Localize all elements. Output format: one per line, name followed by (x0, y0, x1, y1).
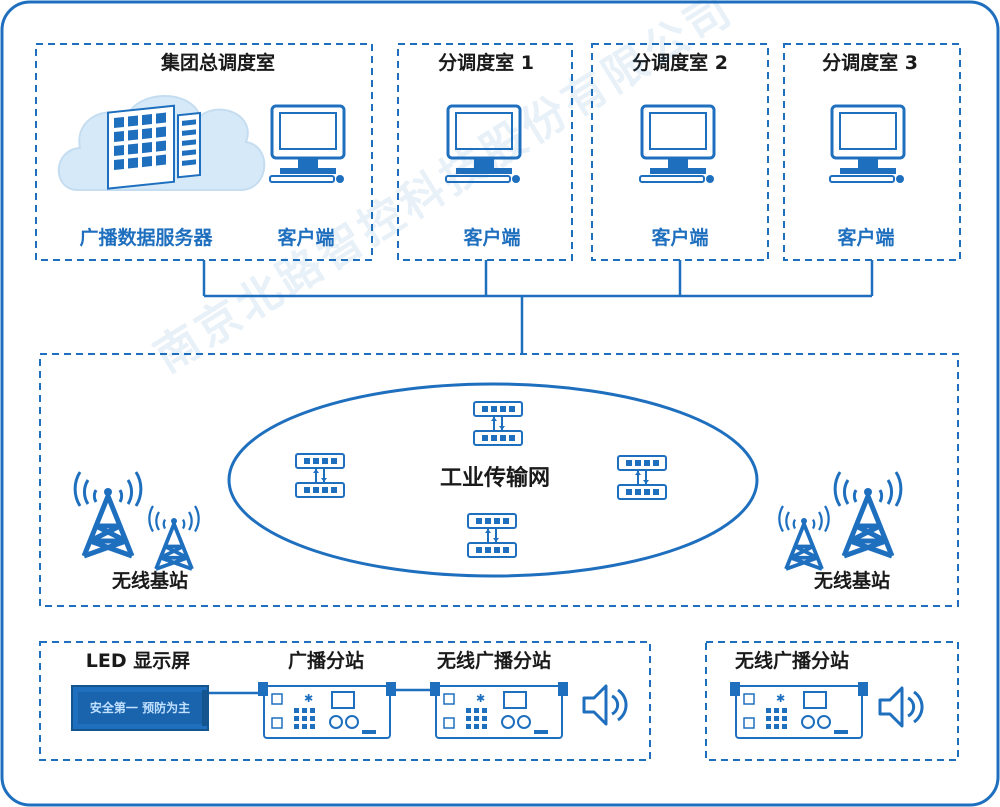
bottom-right-box (705, 641, 959, 761)
client-label: 客户端 (837, 227, 895, 249)
wireless-broadcast-substation-label: 无线广播分站 (436, 650, 552, 672)
wireless-broadcast-substation-icon (729, 681, 869, 739)
network-label: 工业传输网 (439, 466, 551, 491)
sub1-box (397, 43, 573, 261)
sub3-title: 分调度室 3 (822, 52, 918, 74)
base-station-label: 无线基站 (111, 570, 189, 592)
broadcast-substation-icon (257, 681, 397, 739)
wireless-broadcast-substation-label: 无线广播分站 (734, 650, 850, 672)
led-display-label: LED 显示屏 (85, 650, 191, 672)
network-box (39, 353, 959, 607)
client-label: 客户端 (463, 227, 521, 249)
client-monitor-icon (638, 104, 716, 185)
client-monitor-icon (444, 104, 522, 185)
sub1-title: 分调度室 1 (438, 52, 534, 74)
connector-lines (202, 260, 874, 695)
client-monitor-icon (828, 104, 906, 185)
hq-title: 集团总调度室 (160, 52, 276, 74)
wireless-broadcast-substation-icon (429, 681, 569, 739)
broadcast-substation-label: 广播分站 (287, 650, 365, 672)
network-ellipse (227, 382, 759, 578)
client-label: 客户端 (651, 227, 709, 249)
server-label: 广播数据服务器 (79, 227, 213, 249)
bottom-left-box (39, 641, 651, 761)
sub2-title: 分调度室 2 (632, 52, 728, 74)
client-monitor-icon (268, 104, 346, 185)
led-text: 安全第一 预防为主 (89, 701, 191, 715)
cloud-server-icon (57, 95, 266, 191)
base-station-label: 无线基站 (813, 570, 891, 592)
client-label: 客户端 (277, 227, 335, 249)
led-display-icon (71, 685, 209, 731)
